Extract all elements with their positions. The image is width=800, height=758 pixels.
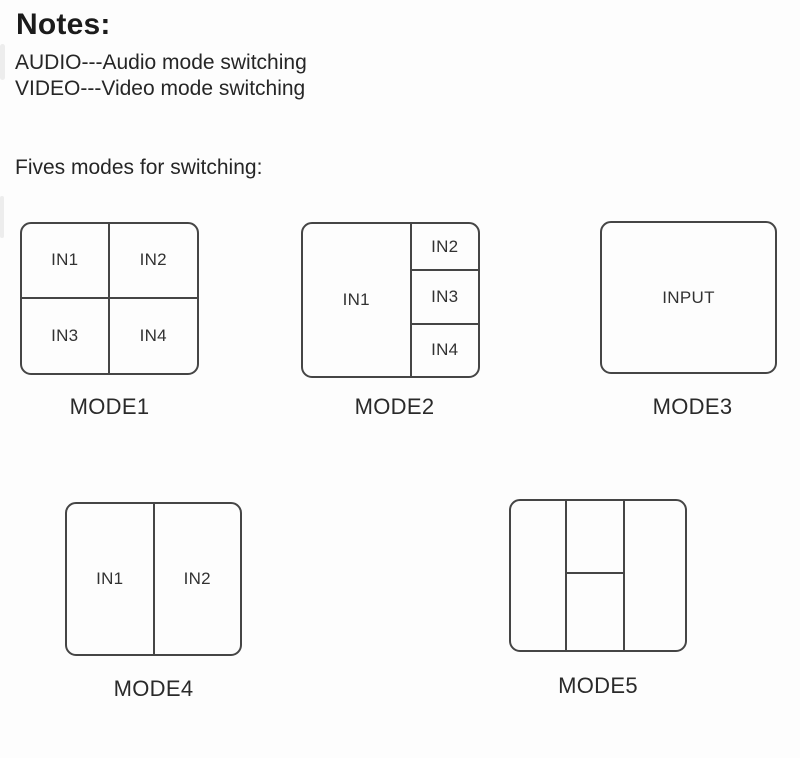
mode5-diagram	[509, 499, 687, 652]
notes-title: Notes:	[16, 8, 111, 41]
mode5-middle-column	[566, 501, 626, 650]
mode1-diagram: IN1 IN2 IN3 IN4	[20, 222, 199, 375]
mode3-label: MODE3	[652, 394, 733, 419]
mode4-cell-in2: IN2	[183, 569, 211, 588]
mode5-cell-left	[511, 501, 567, 650]
mode1-cell-in1: IN1	[22, 224, 110, 299]
mode4-cell-in1: IN1	[67, 504, 155, 654]
mode1-label: MODE1	[69, 394, 150, 419]
mode5-cell-middle-top	[566, 501, 624, 574]
mode2-cell-in4: IN4	[431, 340, 459, 360]
mode2-right-column: IN2 IN3 IN4	[411, 224, 478, 376]
mode2-cell-in1: IN1	[303, 224, 412, 376]
mode2-cell-in3: IN3	[411, 271, 478, 325]
mode5-label: MODE5	[558, 673, 638, 698]
scan-artifact	[0, 196, 4, 238]
mode2-cell-in2: IN2	[411, 224, 478, 272]
mode1-cell-in4: IN4	[139, 325, 167, 345]
mode3-diagram: INPUT	[600, 221, 777, 374]
notes-block: AUDIO---Audio mode switching VIDEO---Vid…	[15, 50, 307, 102]
mode5-cell-right	[625, 501, 685, 650]
modes-heading: Fives modes for switching:	[15, 156, 263, 179]
scan-artifact	[0, 44, 5, 80]
mode2-label: MODE2	[354, 394, 435, 419]
mode4-label: MODE4	[113, 676, 194, 701]
mode1-cell-in3: IN3	[22, 298, 110, 373]
mode2-diagram: IN1 IN2 IN3 IN4	[301, 222, 480, 378]
mode1-cell-in2: IN2	[109, 224, 197, 299]
note-line-audio: AUDIO---Audio mode switching	[15, 51, 307, 74]
mode3-cell-input: INPUT	[662, 287, 715, 307]
mode4-diagram: IN1 IN2	[65, 502, 242, 656]
mode5-cell-middle-bottom	[567, 574, 624, 650]
note-line-video: VIDEO---Video mode switching	[15, 77, 306, 100]
